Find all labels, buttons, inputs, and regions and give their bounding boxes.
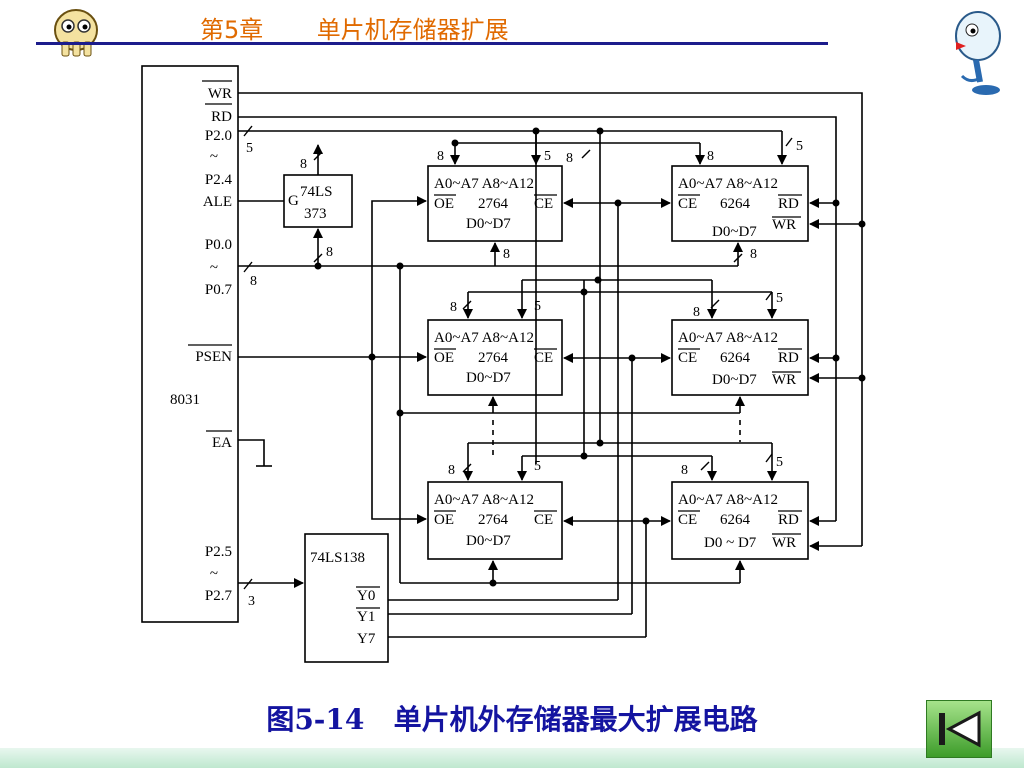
- bus-width-label: 3: [248, 594, 255, 609]
- chapter-label: 第5章: [200, 16, 264, 44]
- ram-data-label: D0 ~ D7: [704, 535, 757, 551]
- eprom-ce-label: CE: [534, 512, 553, 528]
- previous-slide-icon: [939, 710, 981, 748]
- pin-tilde-label: ~: [210, 566, 218, 582]
- pin-tilde-label: ~: [210, 260, 218, 276]
- ram-6264-block-2: [671, 319, 809, 396]
- ram-chip-label: 6264: [720, 196, 751, 212]
- ram-6264-block-3: [671, 481, 809, 560]
- eprom-chip-label: 2764: [478, 350, 509, 366]
- bus-width-label: 5: [544, 149, 551, 164]
- bus-width-label: 8: [707, 149, 714, 164]
- eprom-ce-label: CE: [534, 350, 553, 366]
- header-rule: [36, 42, 828, 45]
- pin-ea-label: EA: [212, 435, 232, 451]
- bus-width-label: 5: [534, 299, 541, 314]
- ram-rd-label: RD: [778, 350, 799, 366]
- eprom-addr-label: A0~A7 A8~A12: [434, 330, 534, 346]
- ram-rd-label: RD: [778, 512, 799, 528]
- pin-p25-label: P2.5: [205, 544, 232, 560]
- ram-data-label: D0~D7: [712, 372, 757, 388]
- ram-addr-label: A0~A7 A8~A12: [678, 492, 778, 508]
- bus-width-label: 8: [300, 157, 307, 172]
- pin-p07-label: P0.7: [205, 282, 233, 298]
- bus-width-label: 8: [503, 247, 510, 262]
- bus-width-label: 8: [450, 300, 457, 315]
- eprom-chip-label: 2764: [478, 196, 509, 212]
- ram-wr-label: WR: [772, 372, 796, 388]
- eprom-ce-label: CE: [534, 196, 553, 212]
- chapter-title: 单片机存储器扩展: [316, 16, 509, 44]
- pin-tilde-label: ~: [210, 149, 218, 165]
- eprom-addr-label: A0~A7 A8~A12: [434, 176, 534, 192]
- eprom-oe-label: OE: [434, 350, 454, 366]
- ram-6264-block-1: [671, 165, 809, 242]
- mcu-8031-block: [141, 65, 239, 623]
- pin-rd-label: RD: [211, 109, 232, 125]
- previous-slide-button[interactable]: [926, 700, 992, 758]
- eprom-2764-block-2: [427, 319, 563, 396]
- bus-width-label: 5: [534, 459, 541, 474]
- bus-width-label: 5: [776, 291, 783, 306]
- bus-width-label: 5: [796, 139, 803, 154]
- ram-addr-label: A0~A7 A8~A12: [678, 176, 778, 192]
- eprom-2764-block-3: [427, 481, 563, 560]
- ram-chip-label: 6264: [720, 512, 751, 528]
- owl-mascot-icon: [54, 9, 98, 57]
- ram-data-label: D0~D7: [712, 224, 757, 240]
- latch-g-label: G: [288, 193, 299, 209]
- footer-bar: [0, 748, 1024, 768]
- decoder-y0-label: Y0: [357, 588, 375, 604]
- ram-ce-label: CE: [678, 196, 697, 212]
- mcu-name-label: 8031: [170, 392, 200, 408]
- bus-width-label: 8: [681, 463, 688, 478]
- ram-addr-label: A0~A7 A8~A12: [678, 330, 778, 346]
- eprom-chip-label: 2764: [478, 512, 509, 528]
- bus-width-label: 5: [776, 455, 783, 470]
- bus-width-label: 8: [750, 247, 757, 262]
- header-title: 第5章 单片机存储器扩展: [200, 10, 509, 45]
- pin-p20-label: P2.0: [205, 128, 232, 144]
- ram-rd-label: RD: [778, 196, 799, 212]
- decoder-74ls138-block: [304, 533, 389, 663]
- bus-width-label: 8: [448, 463, 455, 478]
- figure-caption: 图5-14 单片机外存储器最大扩展电路: [266, 703, 758, 736]
- pin-p00-label: P0.0: [205, 237, 232, 253]
- ram-ce-label: CE: [678, 350, 697, 366]
- eprom-data-label: D0~D7: [466, 216, 511, 232]
- eprom-oe-label: OE: [434, 196, 454, 212]
- decoder-name-label: 74LS138: [310, 550, 365, 566]
- decoder-y7-label: Y7: [357, 631, 376, 647]
- bus-width-label: 8: [566, 151, 573, 166]
- pin-psen-label: PSEN: [195, 349, 232, 365]
- ram-wr-label: WR: [772, 535, 796, 551]
- eprom-data-label: D0~D7: [466, 370, 511, 386]
- pin-wr-label: WR: [208, 86, 232, 102]
- pin-ale-label: ALE: [203, 194, 232, 210]
- pin-p24-label: P2.4: [205, 172, 233, 188]
- eprom-data-label: D0~D7: [466, 533, 511, 549]
- pin-p27-label: P2.7: [205, 588, 233, 604]
- bus-width-label: 5: [246, 141, 253, 156]
- ram-chip-label: 6264: [720, 350, 751, 366]
- eprom-addr-label: A0~A7 A8~A12: [434, 492, 534, 508]
- clown-mascot-icon: [955, 11, 1001, 95]
- decoder-y1-label: Y1: [357, 609, 375, 625]
- latch-name-line2: 373: [304, 206, 327, 222]
- latch-name-line1: 74LS: [300, 184, 333, 200]
- bus-width-label: 8: [326, 245, 333, 260]
- bus-width-label: 8: [693, 305, 700, 320]
- bus-width-label: 8: [437, 149, 444, 164]
- ram-wr-label: WR: [772, 217, 796, 233]
- ram-ce-label: CE: [678, 512, 697, 528]
- eprom-oe-label: OE: [434, 512, 454, 528]
- eprom-2764-block-1: [427, 165, 563, 242]
- bus-width-label: 8: [250, 274, 257, 289]
